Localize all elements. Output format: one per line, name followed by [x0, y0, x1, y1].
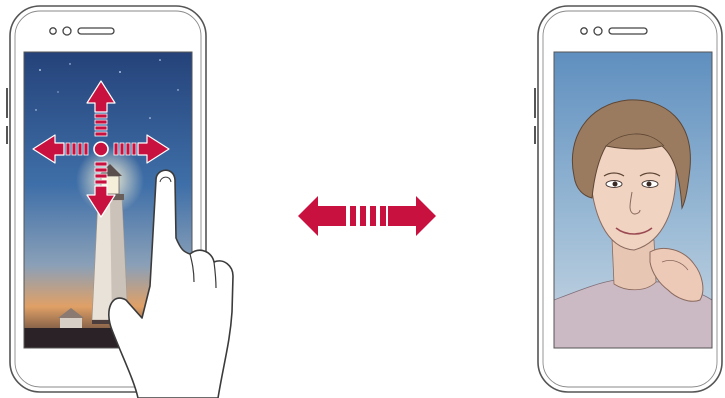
right-phone-screen [554, 52, 712, 348]
switch-camera-arrow-icon [298, 196, 436, 236]
right-phone [535, 6, 722, 392]
left-phone [7, 6, 233, 398]
swipe-center-dot [94, 142, 108, 156]
